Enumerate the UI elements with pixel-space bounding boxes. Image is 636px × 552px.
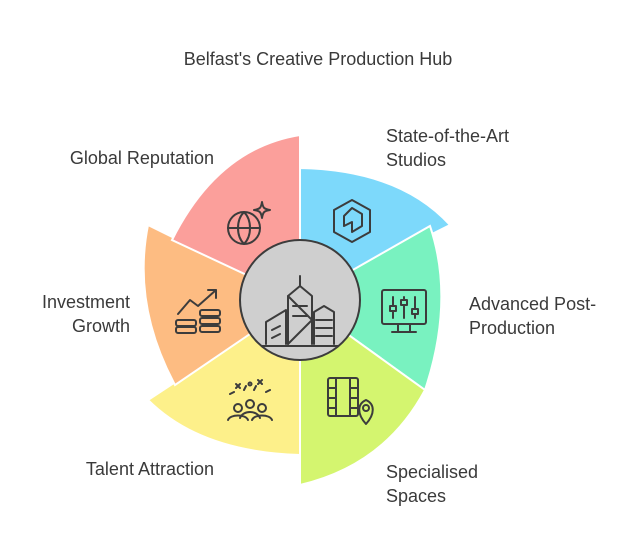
label-studios: State-of-the-Art Studios <box>386 124 509 172</box>
city-buildings-icon <box>261 275 339 347</box>
label-investment-line2: Growth <box>71 316 130 336</box>
chart-coins-icon <box>175 289 221 334</box>
people-stars-icon <box>227 379 273 421</box>
label-talent: Talent Attraction <box>86 457 214 481</box>
label-reputation: Global Reputation <box>70 146 214 170</box>
segment-post-production <box>298 224 443 392</box>
label-studios-line2: Studios <box>386 150 447 170</box>
label-investment: Investment Growth <box>42 290 130 338</box>
film-location-icon <box>327 377 374 425</box>
cube-hexagon-icon <box>333 199 371 243</box>
label-spaces-line1: Specialised <box>386 462 479 482</box>
label-post-line2: Production <box>469 318 556 338</box>
center-circle <box>239 239 361 361</box>
segment-investment <box>142 223 302 387</box>
label-post-production: Advanced Post- Production <box>469 292 596 340</box>
diagram-title: Belfast's Creative Production Hub <box>183 49 453 69</box>
label-investment-line1: Investment <box>41 292 130 312</box>
label-reputation-line1: Global Reputation <box>69 148 214 168</box>
label-specialised-spaces: Specialised Spaces <box>386 460 478 508</box>
label-spaces-line2: Spaces <box>386 486 447 506</box>
mixer-monitor-icon <box>381 289 427 333</box>
label-studios-line1: State-of-the-Art <box>386 126 510 146</box>
label-post-line1: Advanced Post- <box>469 294 597 314</box>
globe-sparkle-icon <box>227 201 271 245</box>
label-talent-line1: Talent Attraction <box>85 459 214 479</box>
